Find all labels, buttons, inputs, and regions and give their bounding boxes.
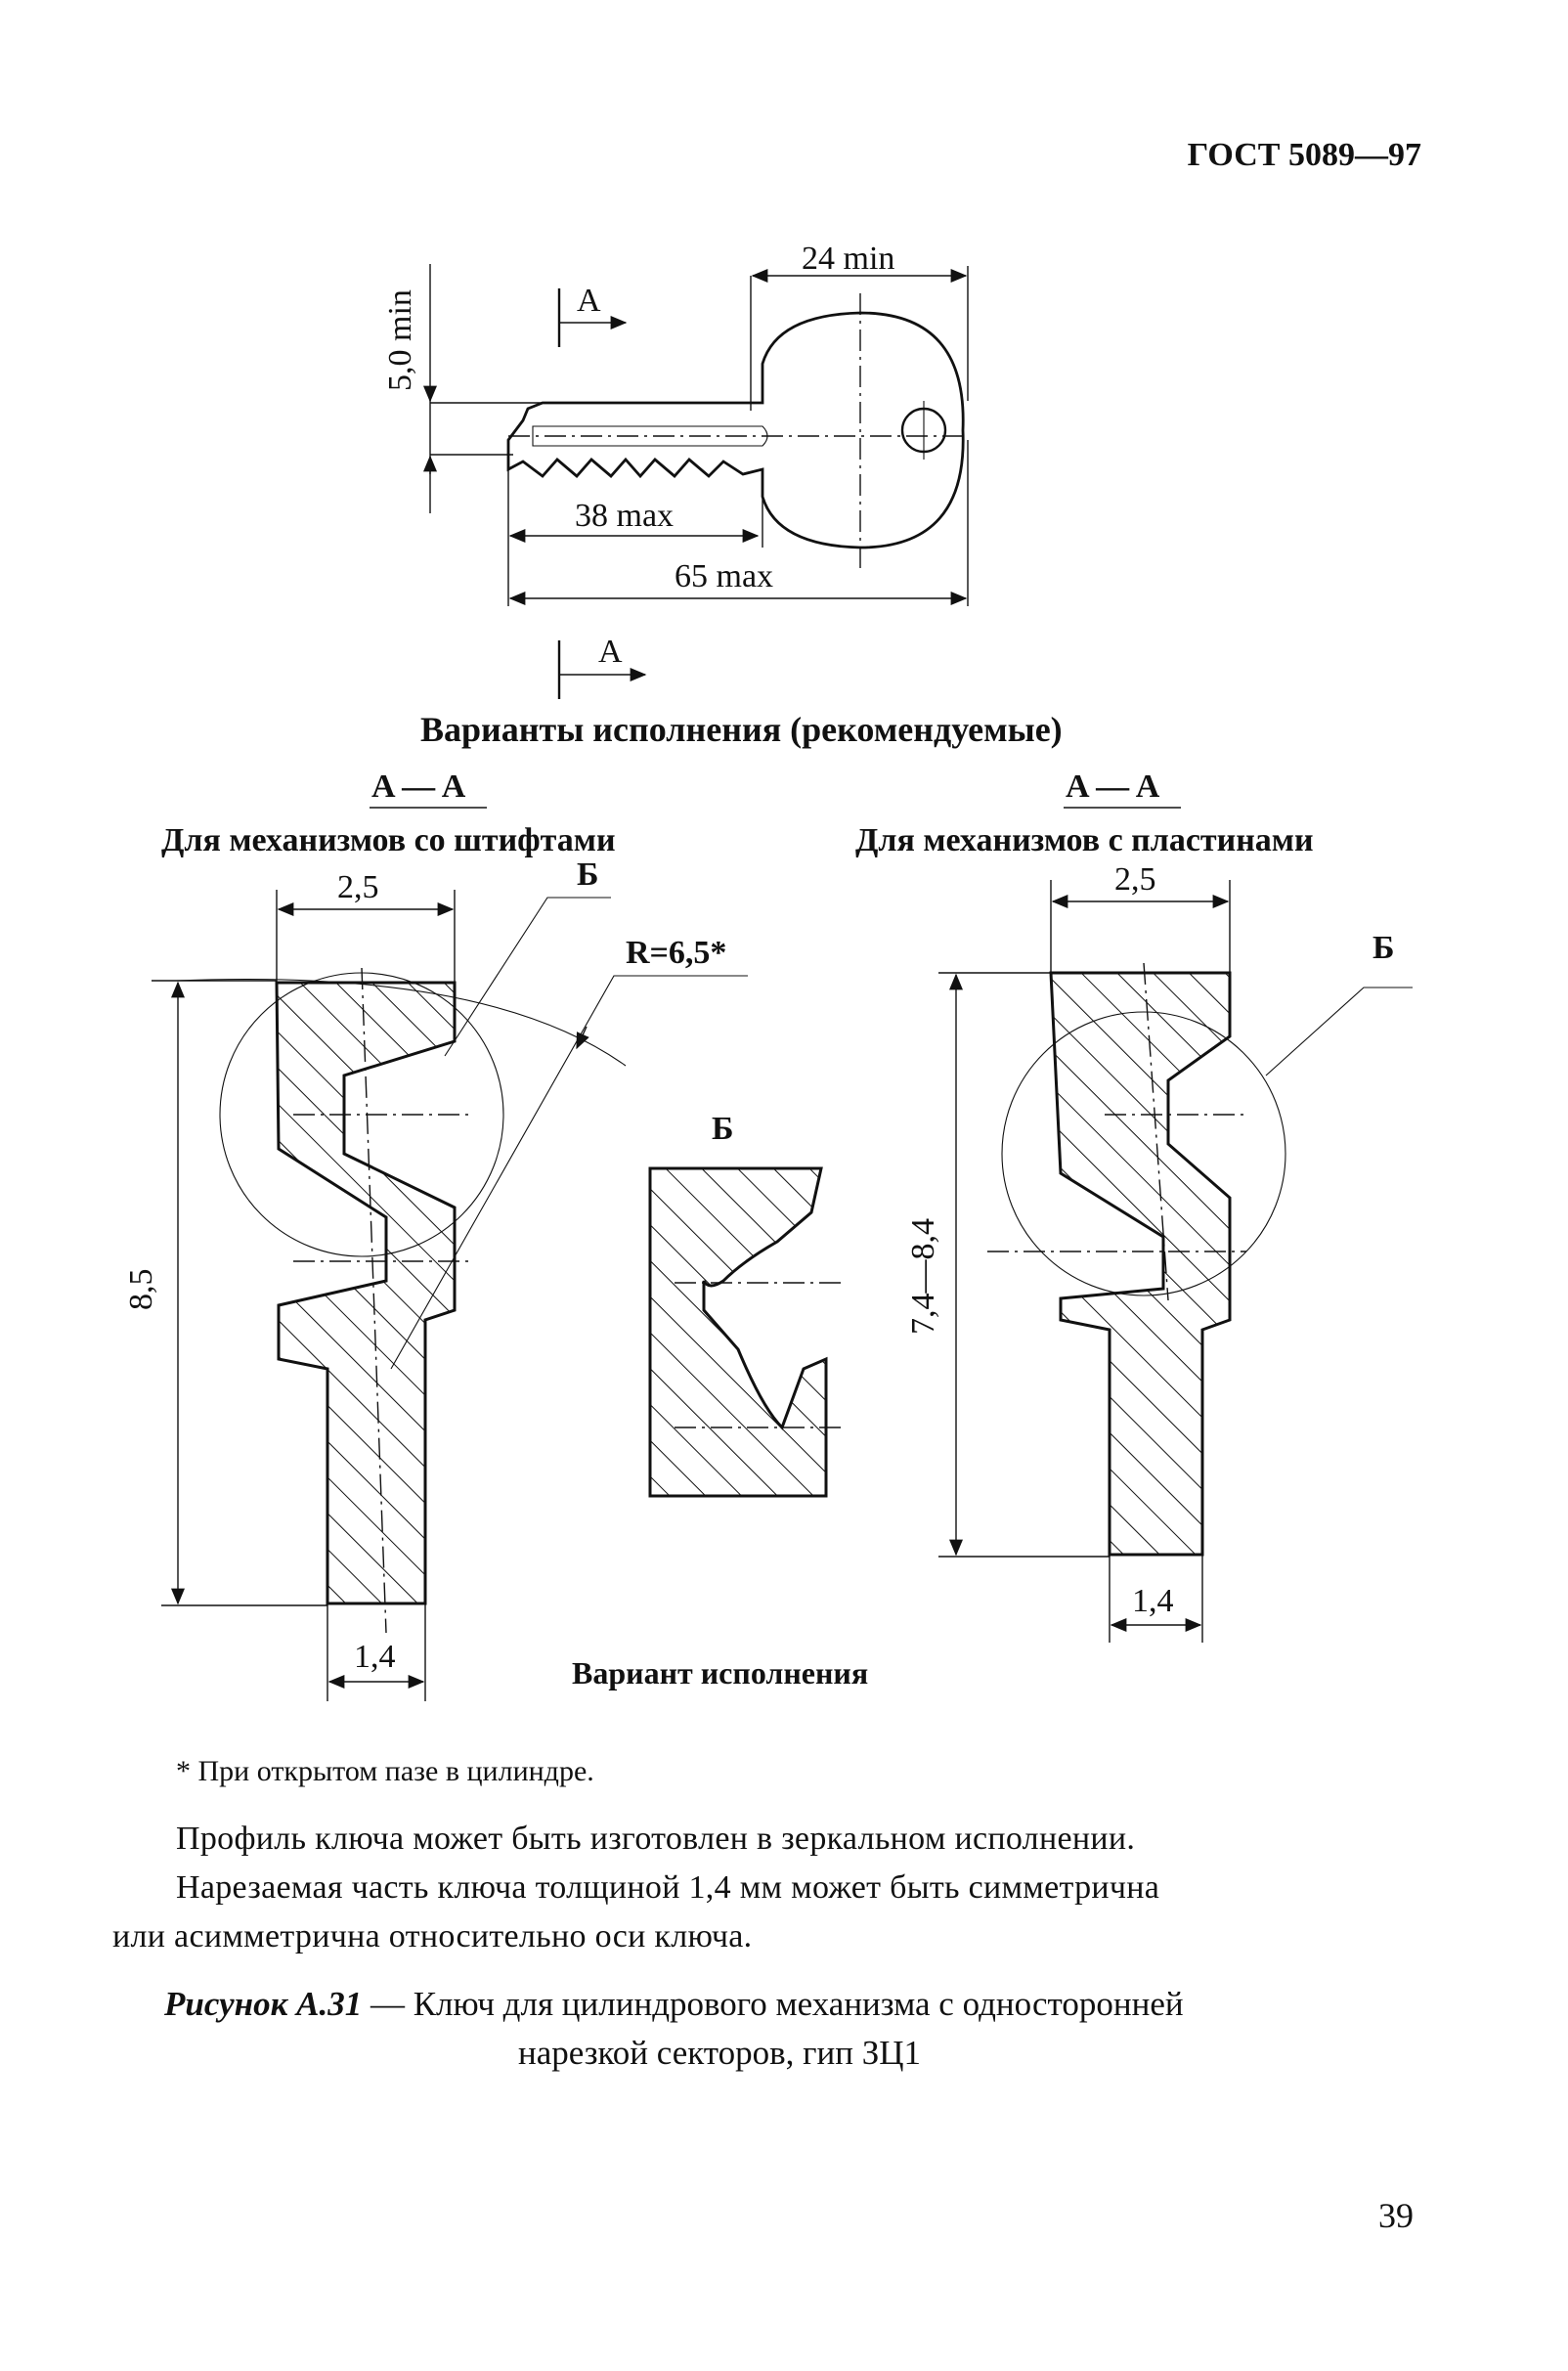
right-key-profile: 2,5 Б 7,4—8,4 1,4	[905, 861, 1413, 1643]
right-profile-section	[1049, 971, 1232, 1557]
technical-drawing: 24 min 5,0 min 38 max 65 max A	[123, 241, 1413, 1701]
section-marker-top: A	[557, 283, 628, 347]
left-radius-label: R=6,5*	[626, 935, 726, 971]
detail-caption: Вариант исполнения	[572, 1655, 868, 1690]
right-detail-mark: Б	[1372, 930, 1394, 966]
detail-view: Б Вариант исполнения	[572, 1111, 868, 1690]
figure-caption-line-2: нарезкой секторов, гип ЗЦ1	[518, 2034, 922, 2072]
dim-shoulder-label: 5,0 min	[382, 289, 418, 391]
left-profile-section	[275, 981, 457, 1605]
svg-text:8,5: 8,5	[123, 1269, 159, 1311]
body-paragraph-2: Нарезаемая часть ключа толщиной 1,4 мм м…	[176, 1869, 1160, 1906]
detail-circle-right	[1001, 1011, 1286, 1296]
key-side-view: 24 min 5,0 min 38 max 65 max A	[382, 241, 969, 699]
svg-text:A: A	[598, 634, 623, 670]
svg-text:7,4—8,4: 7,4—8,4	[905, 1218, 941, 1335]
footnote: * При открытом пазе в цилиндре.	[176, 1755, 594, 1787]
standard-header: ГОСТ 5089—97	[1187, 137, 1421, 173]
variants-title: Варианты исполнения (рекомендуемые)	[420, 710, 1063, 749]
body-paragraph-3: или асимметрична относительно оси ключа.	[112, 1918, 753, 1954]
svg-text:A: A	[577, 283, 601, 319]
right-section-label: A — A	[1066, 768, 1160, 805]
figure-caption: Рисунок А.31 — Ключ для цилиндрового мех…	[164, 1985, 1184, 2024]
dim-total-length-label: 65 max	[675, 558, 773, 594]
body-paragraph-1: Профиль ключа может быть изготовлен в зе…	[176, 1821, 1136, 1857]
detail-mark: Б	[712, 1111, 733, 1147]
svg-text:2,5: 2,5	[337, 869, 379, 905]
right-profile-caption: Для механизмов с пластинами	[855, 822, 1314, 858]
detail-section	[648, 1166, 828, 1498]
dim-head-width-label: 24 min	[802, 241, 894, 277]
section-marker-bottom: A	[557, 634, 647, 699]
left-profile-caption: Для механизмов со штифтами	[161, 822, 616, 858]
svg-text:1,4: 1,4	[1132, 1583, 1174, 1619]
dim-cut-length-label: 38 max	[575, 498, 674, 534]
figure-label: Рисунок А.31	[164, 1985, 363, 2023]
page-number: 39	[1378, 2196, 1414, 2235]
figure-caption-text: — Ключ для цилиндрового механизма с одно…	[362, 1985, 1184, 2023]
svg-text:2,5: 2,5	[1114, 861, 1156, 898]
key-groove	[532, 425, 768, 447]
left-detail-mark: Б	[577, 856, 598, 893]
left-section-label: A — A	[371, 768, 466, 805]
left-key-profile: 2,5 Б R=6,5* 8,5 1,4	[123, 856, 748, 1701]
svg-text:1,4: 1,4	[354, 1639, 396, 1675]
